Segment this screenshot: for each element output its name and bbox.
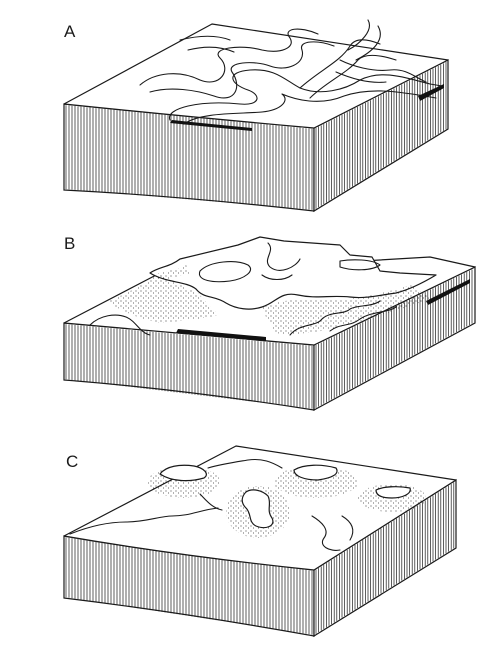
valley-outline — [169, 69, 443, 121]
butte-top-1 — [159, 464, 207, 482]
valley-stream-3 — [329, 306, 397, 332]
stream-branch-5 — [347, 19, 381, 61]
scarp-slope-left — [108, 273, 220, 323]
scarp-slope-right — [262, 285, 430, 334]
river-cut-front-b — [176, 329, 266, 341]
plateau-hole-1 — [198, 261, 252, 283]
block-diagram-a — [63, 19, 449, 213]
stream-branch-4 — [335, 59, 427, 83]
block-c-hatching — [65, 482, 455, 635]
panel-label-c: C — [66, 452, 79, 471]
plain-stream-2 — [207, 458, 283, 469]
stream-channel-2 — [149, 41, 335, 99]
plain-stream-1 — [69, 507, 219, 535]
plain-stream-4 — [199, 493, 223, 511]
river-cut-right-b — [426, 279, 470, 305]
panel-b: B — [0, 215, 503, 430]
panel-c: C — [0, 430, 503, 654]
valley-stream-2 — [289, 300, 381, 336]
valley-outline-2 — [183, 90, 437, 125]
panel-label-b: B — [64, 234, 76, 253]
plain-stream-3 — [311, 515, 354, 551]
stream-channel — [139, 28, 319, 86]
block-b-hatching — [65, 269, 473, 409]
scarp-slope-top — [152, 265, 190, 281]
stream-branch-3 — [179, 35, 235, 53]
stream-branch-2 — [309, 54, 397, 99]
panel-a: A — [0, 0, 503, 215]
panel-label-a: A — [64, 22, 76, 41]
block-a-top-surface — [63, 23, 449, 129]
block-diagram-b — [63, 236, 476, 412]
butte-top-3 — [375, 486, 411, 499]
butte-top-4 — [241, 489, 274, 529]
river-cut-front — [170, 120, 252, 131]
block-diagram-c — [63, 445, 457, 638]
river-cut-right — [418, 84, 444, 101]
butte-top-2 — [293, 464, 338, 481]
stream-branch — [299, 39, 381, 89]
valley-stream-1 — [89, 314, 151, 336]
plateau-stream — [261, 242, 301, 281]
plateau-hole-2 — [339, 259, 381, 271]
upper-plateau — [149, 236, 437, 310]
